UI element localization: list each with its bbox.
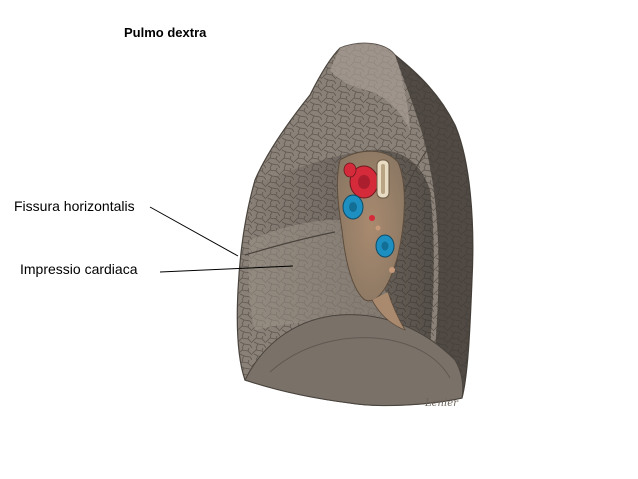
- hilum: [336, 150, 405, 302]
- horizontal-fissure: [244, 231, 336, 256]
- pulmonary-ligament: [371, 291, 406, 331]
- posterior-shade: [395, 55, 473, 398]
- label-fissura-horizontalis: Fissura horizontalis: [14, 198, 135, 214]
- artist-signature: Lenier: [425, 398, 458, 409]
- impressio-leader-line: [159, 265, 294, 273]
- label-impressio-cardiaca: Impressio cardiaca: [20, 261, 138, 277]
- fissura-leader-line: [149, 206, 239, 257]
- apex-ridge: [330, 43, 410, 130]
- figure-title: Pulmo dextra: [124, 25, 207, 40]
- diaphragmatic-base: [244, 314, 464, 406]
